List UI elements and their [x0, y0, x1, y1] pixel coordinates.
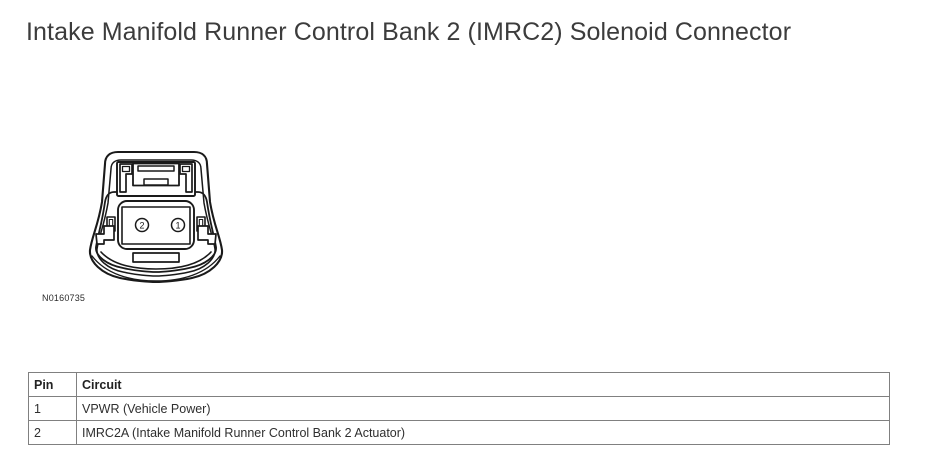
latch-center-top-bar — [137, 165, 175, 172]
cell-circuit: VPWR (Vehicle Power) — [76, 396, 890, 421]
connector-figure: 2 1 N0160735 — [42, 140, 270, 315]
pin-2-circle — [134, 217, 150, 233]
table-row: 2 IMRC2A (Intake Manifold Runner Control… — [28, 420, 890, 445]
pin-2-label: 2 — [139, 221, 144, 231]
latch-center-bottom-tab — [143, 178, 169, 186]
latch-right-ear-notch — [181, 165, 191, 173]
pin-1-circle — [170, 217, 186, 233]
column-header-pin: Pin — [28, 372, 77, 397]
side-wing-left — [95, 225, 115, 245]
connector-cavity-outline — [95, 191, 217, 273]
bottom-skirt-line — [100, 251, 212, 270]
table-header-row: Pin Circuit — [28, 372, 890, 397]
cell-pin: 1 — [28, 396, 77, 421]
column-header-circuit: Circuit — [76, 372, 890, 397]
table-row: 1 VPWR (Vehicle Power) — [28, 396, 890, 421]
side-wing-right — [197, 225, 217, 245]
pin-1-label: 1 — [175, 221, 180, 231]
cell-circuit: IMRC2A (Intake Manifold Runner Control B… — [76, 420, 890, 445]
cell-pin: 2 — [28, 420, 77, 445]
connector-diagram-svg: 2 1 — [88, 150, 224, 284]
latch-left-ear-notch — [121, 165, 131, 173]
bottom-center-tab — [132, 252, 180, 263]
pin-table-container: Pin Circuit 1 VPWR (Vehicle Power) 2 IMR… — [28, 372, 890, 445]
bottom-outer-rim — [91, 255, 221, 282]
pin-table: Pin Circuit 1 VPWR (Vehicle Power) 2 IMR… — [28, 372, 890, 445]
page-title: Intake Manifold Runner Control Bank 2 (I… — [26, 18, 792, 46]
connector-reference-label: N0160735 — [42, 293, 86, 303]
